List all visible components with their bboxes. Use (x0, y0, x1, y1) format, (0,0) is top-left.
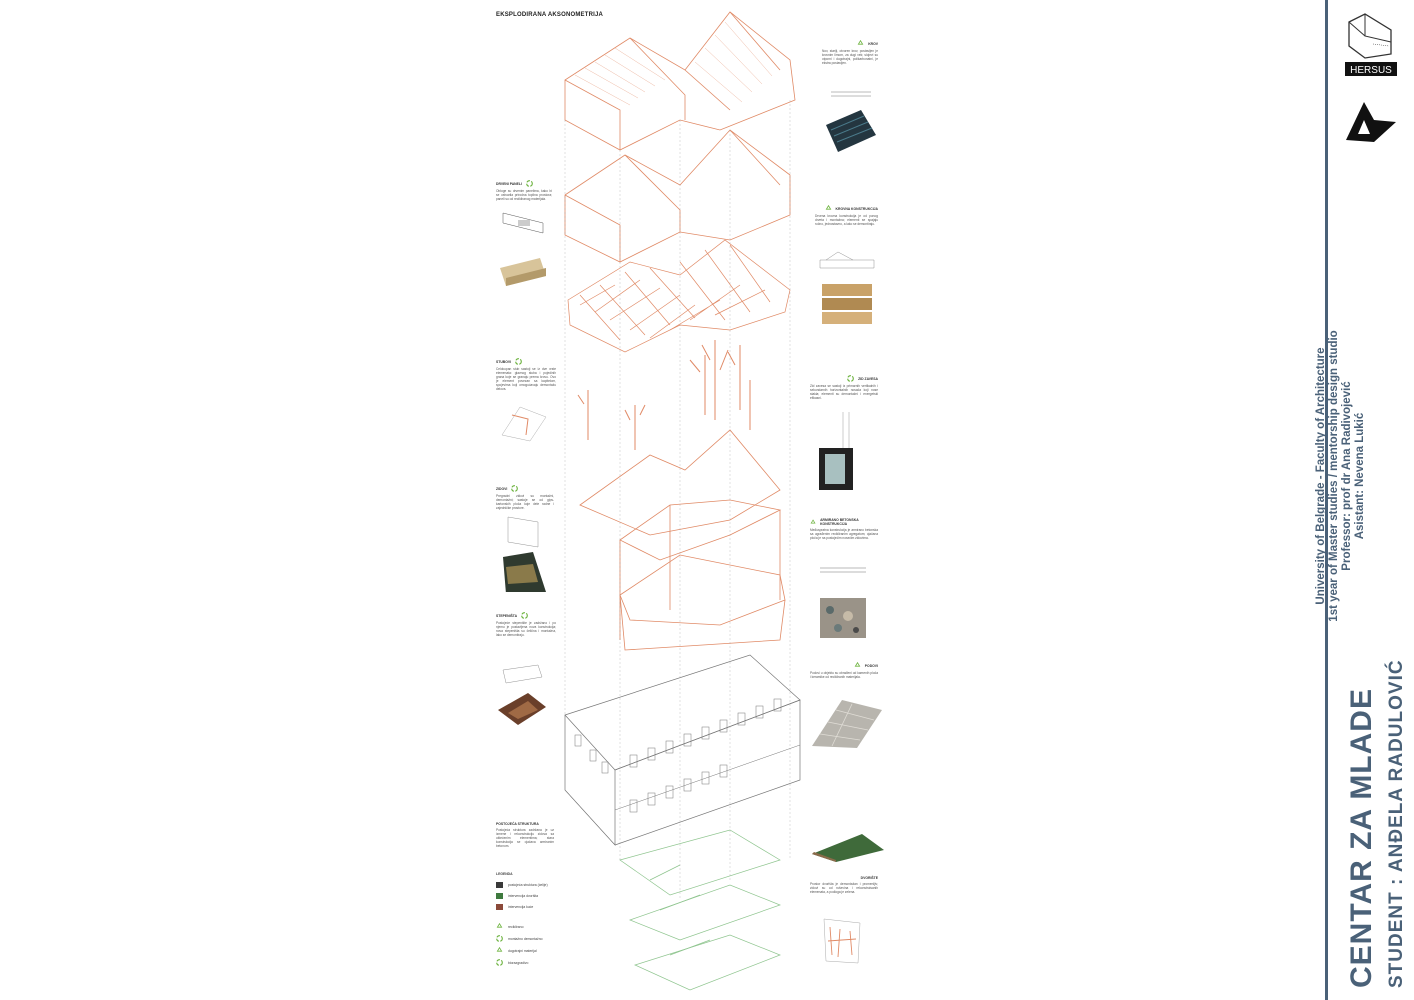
cycle-icon (847, 375, 854, 382)
note-columns: STUBOVI Celokupan stub sastoji se iz dve… (496, 358, 556, 391)
recycle-icon (810, 518, 816, 523)
column-detail-sketch (501, 406, 547, 442)
legend-swatch (496, 893, 503, 899)
legend-item: reciklirano (496, 923, 548, 930)
cycle-icon (521, 612, 528, 619)
note-courtyard: DVORIŠTE Prostor dvorišta je demontažan … (810, 876, 878, 894)
sheet-title: EKSPLODIRANA AKSONOMETRIJA (496, 12, 604, 18)
cycle-icon (526, 180, 533, 187)
cycle-icon (511, 485, 519, 492)
recycle-icon (857, 40, 864, 45)
student-name: STUDENT : ANĐELA RADULOVIĆ (1386, 659, 1407, 988)
columns-layer (577, 340, 751, 450)
credits: University of Belgrade - Faculty of Arch… (1315, 330, 1366, 622)
recycle-icon (854, 662, 861, 667)
concrete-detail (820, 567, 866, 638)
cycle-icon (515, 358, 522, 365)
truss-detail (819, 251, 875, 324)
legend-item: biorazgradivo (496, 959, 548, 966)
legend-item: intervencija kuće (496, 904, 548, 910)
note-curtain-wall: ZID ZAVESA Zid zavesa se sastoji iz prim… (810, 375, 878, 400)
note-roof-structure: KROVNA KONSTRUKCIJA Drvena krovna konstr… (815, 205, 878, 226)
hersus-logo: HERSUS (1345, 13, 1397, 76)
cycle-icon (496, 935, 503, 942)
green-roof-detail (812, 834, 884, 862)
note-concrete-structure: ARMIRANO BETONSKA KONSTRUKCIJA Međusprat… (810, 518, 878, 540)
legend: LEGENDA postojeća struktura (ćelije) int… (496, 872, 548, 971)
project-title: CENTAR ZA MLADE (1345, 688, 1378, 988)
wall-detail (503, 516, 546, 592)
wooden-panel-layer (564, 129, 791, 263)
courtyard-layers (619, 829, 781, 991)
faculty-logo (1346, 102, 1396, 142)
floor-detail (812, 700, 882, 748)
note-roof: KROV Nov, stariji, otvoren krov, postavl… (822, 40, 878, 65)
legend-swatch (496, 882, 503, 888)
exploded-axonometry (564, 11, 801, 991)
note-stairs: STEPENIŠTA Postojeće stepenište je zadrž… (496, 612, 556, 637)
recycle-icon (496, 947, 503, 952)
existing-building (564, 654, 801, 846)
note-walls: ZIDOVI Pregradni zidovi su montažni, dem… (496, 485, 554, 510)
legend-item: intervencija dvorišta (496, 893, 548, 899)
curtain-wall-detail (819, 412, 853, 490)
roof-truss-layer (567, 239, 791, 353)
roof-layer (564, 11, 796, 151)
sidebar-divider (1325, 0, 1328, 1000)
recycle-icon (496, 923, 503, 928)
recycle-icon (825, 205, 831, 210)
legend-item: montažno demontažno (496, 935, 548, 942)
courtyard-detail (823, 918, 861, 964)
note-existing-structure: POSTOJEĆA STRUKTURA Postojeća struktura … (496, 822, 554, 848)
legend-title: LEGENDA (496, 872, 513, 876)
panel-detail-sketch (502, 212, 544, 234)
legend-item: postojeća struktura (ćelije) (496, 882, 548, 888)
roof-detail (826, 91, 876, 152)
cycle-icon (496, 959, 503, 966)
stairs-detail (498, 664, 546, 725)
logo-text: HERSUS (1350, 65, 1392, 76)
panel-photo (500, 258, 546, 286)
slab-layer (619, 554, 786, 651)
note-wooden-panels: DRVENI PANELI Obloge su drvenim panelima… (496, 180, 552, 201)
note-floors: PODOVI Podovi u objektu su obrađeni od k… (810, 662, 878, 679)
legend-item: dugotrajni materijal (496, 947, 548, 954)
legend-swatch (496, 904, 503, 910)
